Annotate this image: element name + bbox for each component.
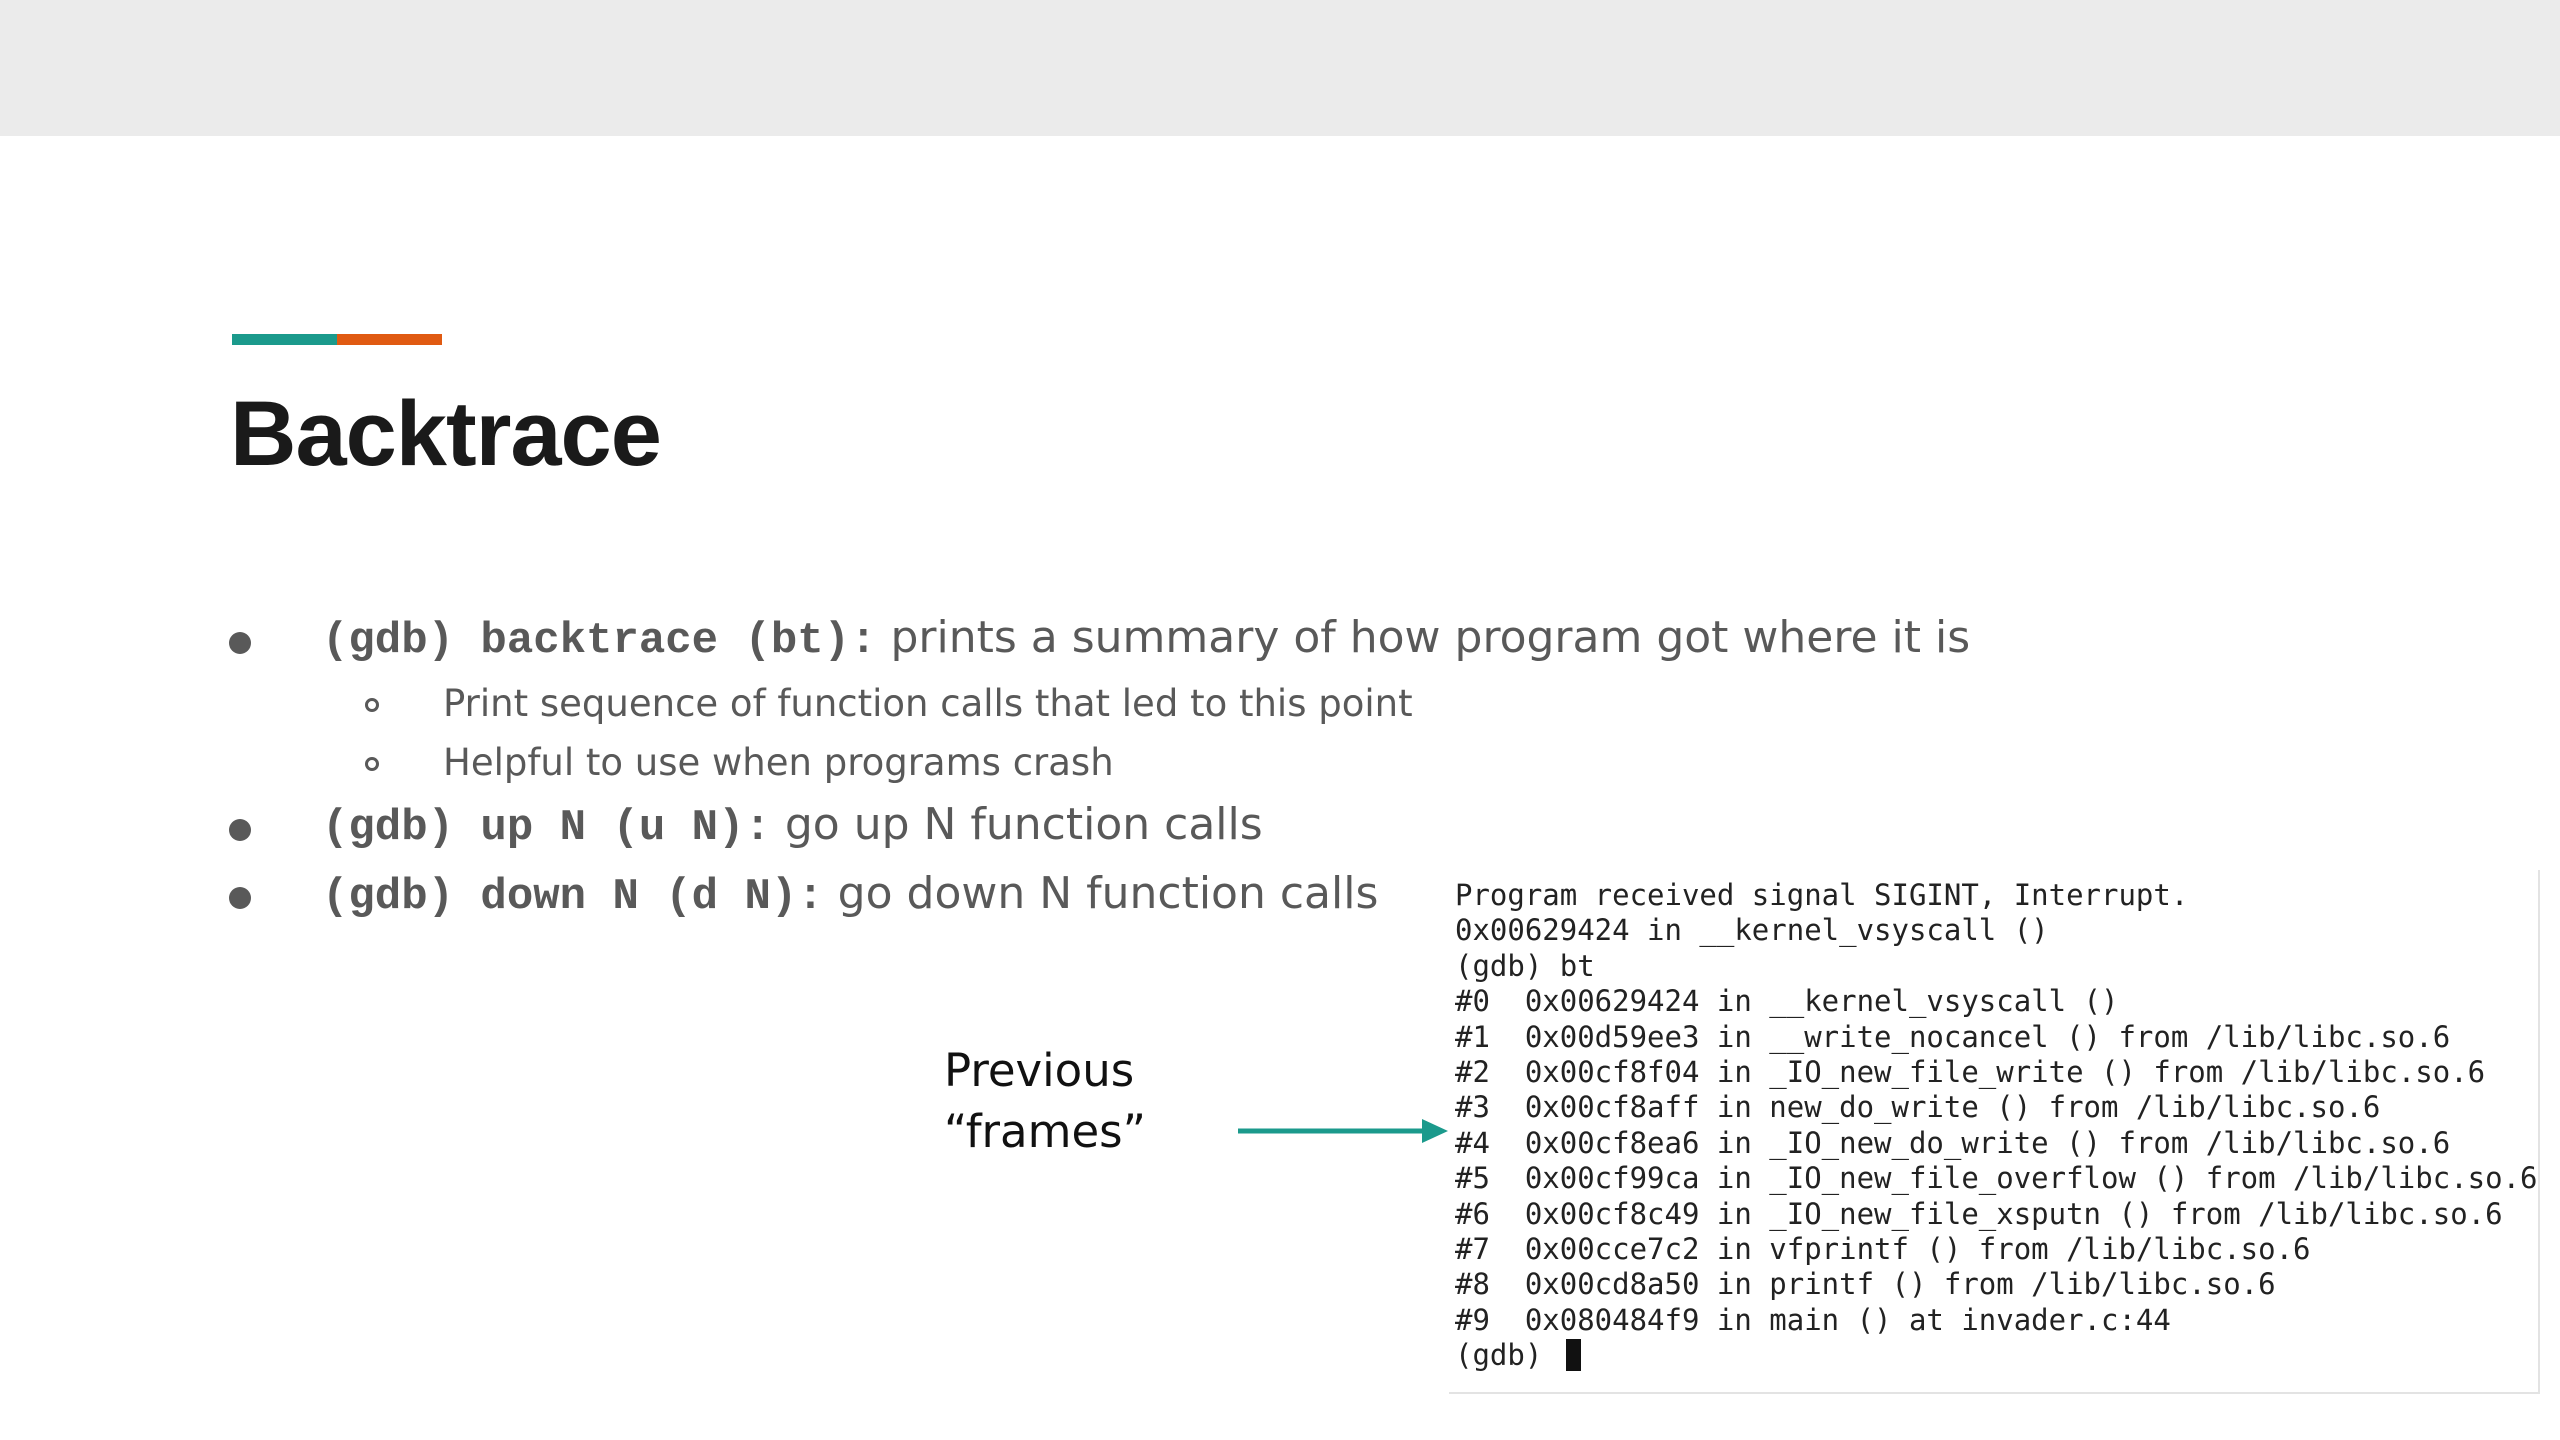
bullet-code: (gdb) backtrace (bt): xyxy=(322,616,877,666)
terminal-line: #3 0x00cf8aff in new_do_write () from /l… xyxy=(1455,1090,2381,1125)
terminal-line: 0x00629424 in __kernel_vsyscall () xyxy=(1455,913,2049,948)
terminal-line: #8 0x00cd8a50 in printf () from /lib/lib… xyxy=(1455,1267,2276,1302)
accent-segment-teal xyxy=(232,334,337,345)
terminal-prompt: (gdb) xyxy=(1455,1338,1560,1373)
slide-title: Backtrace xyxy=(230,383,662,485)
bullet-dot xyxy=(229,632,251,654)
accent-segment-orange xyxy=(337,334,442,345)
callout-arrow-icon xyxy=(1238,1119,1448,1143)
terminal-line: #1 0x00d59ee3 in __write_nocancel () fro… xyxy=(1455,1019,2451,1054)
bullet-code: (gdb) up N (u N): xyxy=(322,803,771,853)
terminal-line: #6 0x00cf8c49 in _IO_new_file_xsputn () … xyxy=(1455,1196,2503,1231)
terminal-line: Program received signal SIGINT, Interrup… xyxy=(1455,878,2189,912)
gdb-terminal-output: Program received signal SIGINT, Interrup… xyxy=(1449,870,2540,1394)
sub-bullet-text: Print sequence of function calls that le… xyxy=(443,682,1413,725)
terminal-line: #2 0x00cf8f04 in _IO_new_file_write () f… xyxy=(1455,1055,2486,1089)
sub-bullet-text: Helpful to use when programs crash xyxy=(443,741,1114,784)
top-toolbar-area xyxy=(0,0,2560,136)
bullet-up: (gdb) up N (u N): go up N function calls xyxy=(322,799,1263,853)
bullet-dot xyxy=(229,819,251,841)
terminal-line: #7 0x00cce7c2 in vfprintf () from /lib/l… xyxy=(1455,1232,2311,1266)
terminal-cursor xyxy=(1565,1339,1581,1372)
terminal-line: (gdb) bt xyxy=(1455,948,1595,983)
terminal-line: #9 0x080484f9 in main () at invader.c:44 xyxy=(1455,1302,2171,1337)
terminal-line: #0 0x00629424 in __kernel_vsyscall () xyxy=(1455,984,2119,1019)
title-accent-bar xyxy=(232,334,442,345)
terminal-prompt-line[interactable]: (gdb) xyxy=(1455,1338,1581,1373)
terminal-line: #5 0x00cf99ca in _IO_new_file_overflow (… xyxy=(1455,1161,2538,1196)
terminal-line: #4 0x00cf8ea6 in _IO_new_do_write () fro… xyxy=(1455,1125,2451,1160)
callout-line: Previous xyxy=(944,1044,1135,1097)
sub-bullet-ring xyxy=(365,698,379,712)
callout-line: “frames” xyxy=(944,1105,1146,1158)
bullet-code: (gdb) down N (d N): xyxy=(322,872,824,922)
bullet-text: go down N function calls xyxy=(823,868,1379,919)
bullet-backtrace: (gdb) backtrace (bt): prints a summary o… xyxy=(322,612,1970,666)
sub-bullet-ring xyxy=(365,757,379,771)
bullet-down: (gdb) down N (d N): go down N function c… xyxy=(322,868,1378,922)
bullet-text: go up N function calls xyxy=(770,799,1263,850)
bullet-dot xyxy=(229,887,251,909)
frames-callout: Previous “frames” xyxy=(944,1040,1146,1162)
bullet-text: prints a summary of how program got wher… xyxy=(876,612,1971,663)
